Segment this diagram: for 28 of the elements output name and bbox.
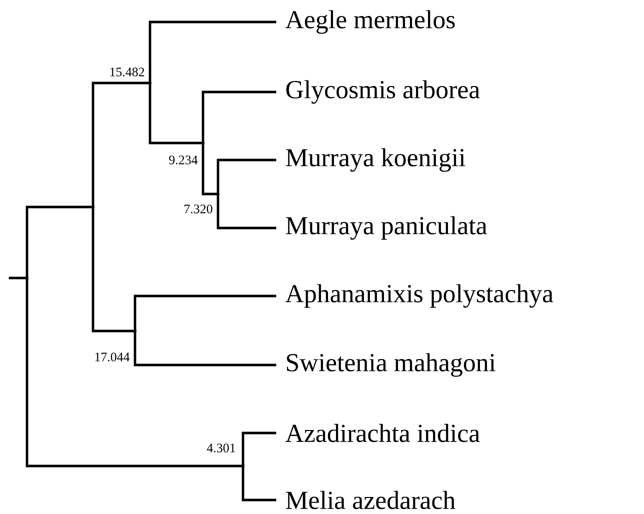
tree-branch bbox=[242, 464, 276, 502]
tree-branch bbox=[202, 90, 276, 144]
tree-branch bbox=[202, 142, 220, 196]
tree-branch bbox=[242, 432, 276, 468]
tree-branch bbox=[26, 206, 94, 280]
support-value: 9.234 bbox=[169, 156, 198, 164]
species-label: Swietenia mahagoni bbox=[286, 353, 496, 377]
tree-branch bbox=[216, 192, 276, 230]
support-value: 4.301 bbox=[206, 444, 236, 452]
tree-branch bbox=[92, 206, 136, 332]
tree-branch bbox=[26, 276, 244, 468]
species-label: Aphanamixis polystachya bbox=[285, 284, 554, 308]
species-label: Murraya koenigii bbox=[286, 148, 466, 172]
tree-branch bbox=[8, 276, 28, 280]
species-label: Glycosmis arborea bbox=[286, 80, 480, 104]
tree-branch bbox=[92, 82, 152, 208]
tree-branch bbox=[148, 82, 204, 144]
species-label: Aegle mermelos bbox=[285, 10, 455, 34]
tree-branch bbox=[134, 294, 276, 332]
tree-branch bbox=[134, 330, 276, 366]
species-label: Murraya paniculata bbox=[286, 216, 487, 240]
species-label: Azadirachta indica bbox=[285, 424, 480, 442]
tree-branch bbox=[148, 20, 276, 84]
species-label: Melia azedarach bbox=[286, 490, 456, 510]
support-value: 17.044 bbox=[95, 352, 130, 362]
tree-branch bbox=[216, 158, 276, 196]
support-value: 15.482 bbox=[110, 68, 144, 76]
support-value: 7.320 bbox=[184, 204, 212, 214]
